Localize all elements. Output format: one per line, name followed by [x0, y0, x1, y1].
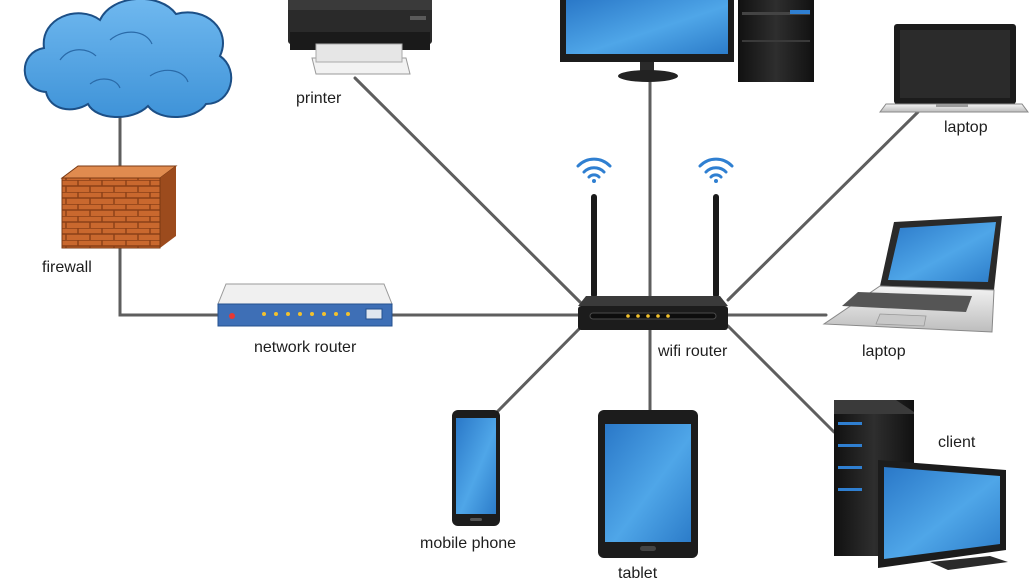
- cable-firewall-network-router: [118, 246, 220, 317]
- firewall-label: firewall: [42, 259, 92, 276]
- cloud-icon: [23, 0, 233, 119]
- laptop-icon: [879, 24, 1029, 113]
- firewall-icon: [60, 165, 178, 249]
- cable-client: [726, 324, 836, 434]
- cables: [118, 76, 920, 434]
- network-router-label: network router: [254, 339, 357, 356]
- client-computer-icon: [834, 400, 1008, 570]
- cable-printer: [353, 76, 584, 306]
- wifi-signal-icon: [576, 157, 612, 183]
- mobile-phone-icon: [452, 410, 500, 526]
- network-router-icon: [217, 283, 393, 327]
- cable-laptop-top: [726, 110, 920, 302]
- wifi-signal-icon: [698, 157, 734, 183]
- client-label: client: [938, 434, 976, 451]
- laptop-right-label: laptop: [862, 343, 906, 360]
- wifi-router-icon: [578, 194, 728, 330]
- wifi-router-label: wifi router: [658, 343, 728, 360]
- printer-icon: [288, 0, 432, 75]
- desktop-icon: [560, 0, 814, 82]
- mobile-phone-label: mobile phone: [420, 535, 517, 552]
- tablet-icon: [598, 410, 698, 558]
- tablet-label: tablet: [618, 565, 658, 582]
- cable-mobile: [495, 324, 584, 414]
- printer-label: printer: [296, 90, 342, 107]
- laptop-top-label: laptop: [944, 119, 988, 136]
- laptop-icon: [822, 216, 1002, 333]
